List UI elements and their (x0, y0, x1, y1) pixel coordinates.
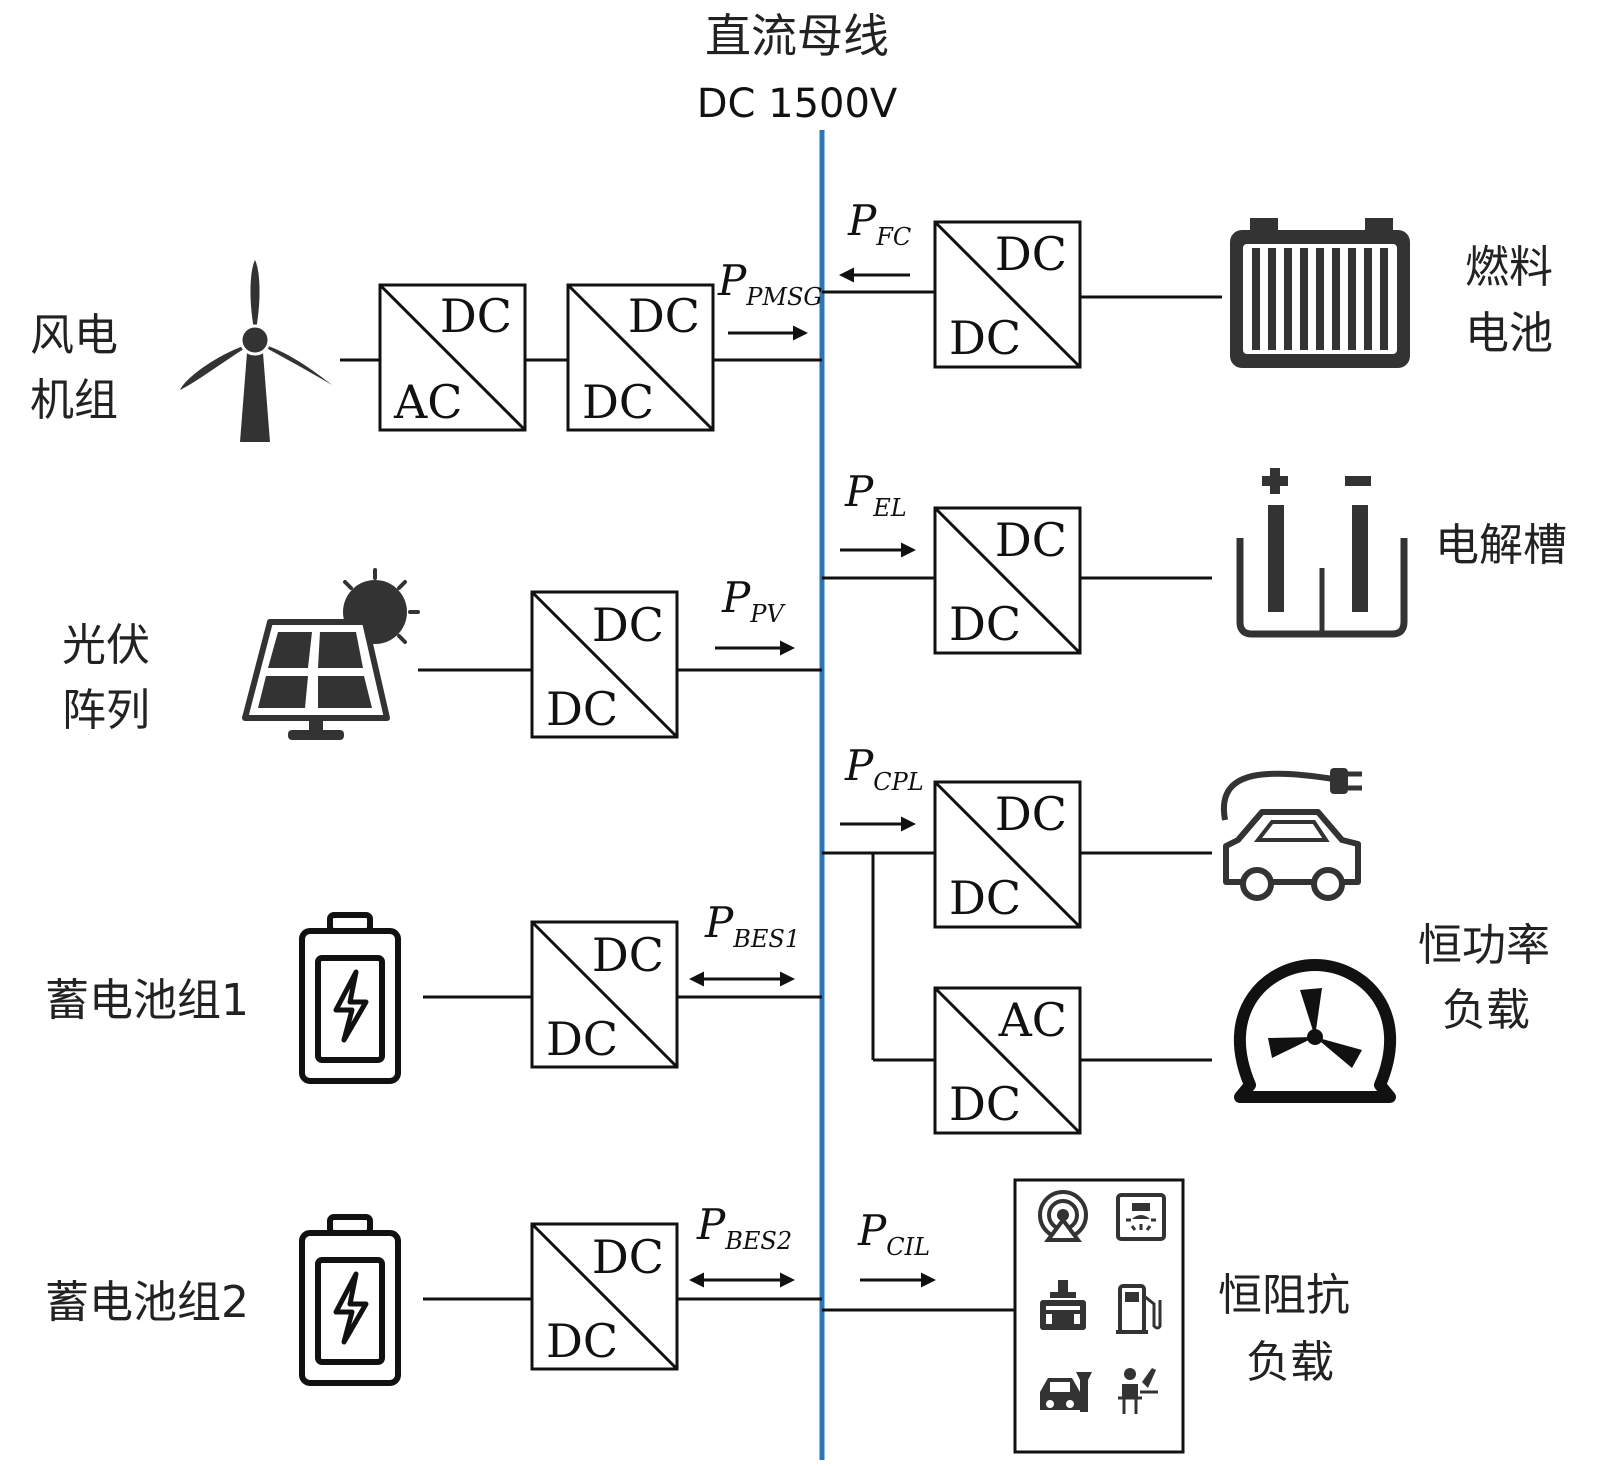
printer-icon (1040, 1280, 1086, 1330)
svg-text:PCIL: PCIL (857, 1206, 930, 1261)
converter-bottom-label: DC (949, 597, 1021, 651)
cil-branch: PCIL (822, 1178, 1350, 1454)
bes2-label: 蓄电池组2 (45, 1277, 249, 1328)
svg-text:PCPL: PCPL (844, 741, 924, 796)
wind-turbine-icon (180, 260, 332, 442)
cpl-label-line1: 恒功率 (1418, 920, 1550, 971)
fc-dcdc-converter: DC DC (933, 220, 1082, 369)
wind-dcdc-converter: DC DC (566, 283, 715, 432)
wind-label-line2: 机组 (30, 375, 118, 426)
power-label-pv: PPV (715, 573, 795, 656)
bes1-branch: 蓄电池组1 DC DC PBES1 (45, 898, 822, 1084)
wind-branch: 风电 机组 DC AC DC DC PPMSG (30, 256, 823, 442)
power-symbol: P (721, 573, 751, 622)
power-subscript: EL (872, 494, 906, 522)
cpl-acdc-converter: AC DC (933, 986, 1082, 1135)
fc-label-line1: 燃料 (1465, 242, 1553, 293)
converter-top-label: DC (440, 289, 512, 343)
bes2-branch: 蓄电池组2 DC DC PBES2 (45, 1200, 822, 1386)
svg-text:PBES1: PBES1 (704, 898, 800, 953)
power-subscript: BES1 (732, 925, 800, 953)
antenna-icon (1038, 1190, 1088, 1242)
power-symbol: P (696, 1200, 726, 1249)
electrolyzer-icon (1236, 468, 1408, 638)
cpl-label-line2: 负载 (1442, 985, 1530, 1036)
cil-label-line2: 负载 (1246, 1337, 1334, 1388)
converter-bottom-label: DC (949, 871, 1021, 925)
power-symbol: P (704, 898, 734, 947)
converter-bottom-label: DC (582, 375, 654, 429)
power-subscript: BES2 (724, 1227, 792, 1255)
svg-text:PPMSG: PPMSG (717, 256, 823, 311)
svg-text:PBES2: PBES2 (696, 1200, 792, 1255)
converter-bottom-label: DC (546, 1012, 618, 1066)
converter-bottom-label: DC (949, 311, 1021, 365)
converter-top-label: DC (628, 289, 700, 343)
cil-label-line1: 恒阻抗 (1218, 1270, 1350, 1321)
converter-top-label: DC (592, 598, 664, 652)
motor-fan-icon (1233, 959, 1397, 1103)
power-label-bes2: PBES2 (689, 1200, 795, 1288)
wind-label-line1: 风电 (30, 310, 118, 361)
svg-text:PFC: PFC (847, 196, 911, 251)
pv-branch: 光伏 阵列 DC DC PP (62, 568, 822, 740)
fuel-pump-icon (1116, 1284, 1162, 1334)
converter-top-label: DC (995, 227, 1067, 281)
converter-bottom-label: DC (546, 1314, 618, 1368)
power-symbol: P (857, 1206, 887, 1255)
pv-label-line1: 光伏 (62, 620, 150, 671)
power-symbol: P (717, 256, 747, 305)
converter-bottom-label: DC (546, 682, 618, 736)
car-repair-icon (1040, 1372, 1092, 1412)
projector-icon (1116, 1193, 1166, 1241)
el-dcdc-converter: DC DC (933, 506, 1082, 655)
svg-text:PEL: PEL (844, 467, 907, 522)
cpl-dcdc-converter: DC DC (933, 780, 1082, 929)
converter-top-label: AC (998, 993, 1067, 1047)
power-subscript: CPL (873, 768, 923, 796)
power-symbol: P (847, 196, 877, 245)
el-label: 电解槽 (1435, 520, 1567, 571)
cpl-branch: PCPL DC DC AC DC (822, 741, 1550, 1135)
converter-bottom-label: AC (393, 375, 462, 429)
bes1-dcdc-converter: DC DC (530, 920, 679, 1069)
power-subscript: FC (875, 223, 911, 251)
power-subscript: CIL (886, 1233, 930, 1261)
converter-top-label: DC (995, 513, 1067, 567)
power-label-fc: PFC (839, 196, 911, 283)
el-branch: PEL DC DC 电解槽 (822, 467, 1567, 655)
office-worker-icon (1118, 1368, 1158, 1414)
fc-label-line2: 电池 (1465, 308, 1553, 359)
bus-voltage: DC 1500V (697, 81, 898, 127)
pv-label-line2: 阵列 (62, 685, 150, 736)
power-symbol: P (844, 741, 874, 790)
wind-acdc-converter: DC AC (378, 283, 527, 432)
power-label-cpl: PCPL (840, 741, 924, 832)
power-label-pmsg: PPMSG (717, 256, 823, 341)
converter-bottom-label: DC (949, 1077, 1021, 1131)
solar-panel-icon (242, 568, 420, 740)
power-subscript: PMSG (745, 283, 822, 311)
converter-top-label: DC (592, 928, 664, 982)
power-label-cil: PCIL (857, 1206, 936, 1288)
fc-branch: PFC DC DC (822, 196, 1553, 369)
bus-title: 直流母线 (705, 9, 889, 63)
battery-icon (299, 1214, 401, 1386)
power-symbol: P (844, 467, 874, 516)
power-label-el: PEL (840, 467, 916, 558)
power-label-bes1: PBES1 (689, 898, 800, 987)
bes1-label: 蓄电池组1 (45, 975, 249, 1026)
svg-text:PPV: PPV (721, 573, 786, 628)
converter-top-label: DC (995, 787, 1067, 841)
converter-top-label: DC (592, 1230, 664, 1284)
electric-car-icon (1220, 768, 1362, 901)
power-subscript: PV (749, 600, 786, 628)
bes2-dcdc-converter: DC DC (530, 1222, 679, 1371)
pv-dcdc-converter: DC DC (530, 590, 679, 739)
fuel-cell-icon (1230, 218, 1410, 368)
battery-icon (299, 912, 401, 1084)
